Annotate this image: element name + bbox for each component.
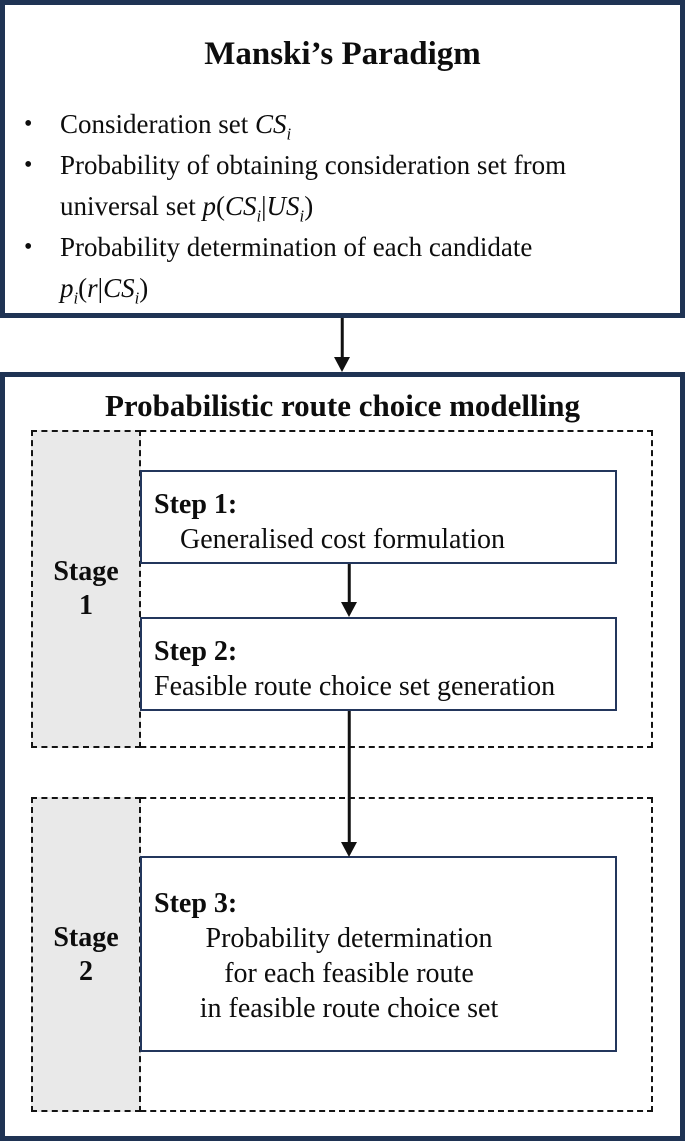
stage1-label: Stage <box>53 556 119 587</box>
bullet-dot-icon: • <box>24 152 33 178</box>
step1-heading: Step 1: <box>154 489 238 520</box>
bullet-probability-determination: • Probability determination of each cand… <box>22 227 622 309</box>
stage2-label: Stage <box>53 921 119 953</box>
step3-box: Step 3: Probability determination for ea… <box>140 856 617 1052</box>
stage1-number: 1 <box>79 590 93 621</box>
bullet-dot-icon: • <box>24 111 33 137</box>
stage1-label-cell: Stage 1 <box>31 430 141 748</box>
stage2-number: 2 <box>79 955 93 987</box>
step2-box: Step 2: Feasible route choice set genera… <box>140 617 617 711</box>
arrow-stem <box>340 318 344 359</box>
arrow-down-icon <box>334 318 350 372</box>
manski-paradigm-box: Manski’s Paradigm <box>0 0 685 318</box>
stage2-label-cell: Stage 2 <box>31 797 141 1112</box>
arrow-stem <box>347 564 351 604</box>
arrow-stem <box>347 711 351 844</box>
arrow-down-icon <box>341 711 357 857</box>
arrow-down-icon <box>341 564 357 617</box>
step3-line-3: in feasible route choice set <box>199 993 499 1024</box>
bullet-consideration-set: • Consideration set CSi <box>22 104 622 145</box>
step1-line: Generalised cost formulation <box>180 524 506 555</box>
bullet-consideration-set-text: Consideration set CSi <box>60 109 292 144</box>
arrow-head <box>334 357 350 372</box>
step2-line: Feasible route choice set generation <box>154 671 556 702</box>
step3-heading: Step 3: <box>154 888 238 919</box>
step2-heading: Step 2: <box>154 636 238 667</box>
bullet-probability-determination-text: Probability determination of each candid… <box>60 232 533 308</box>
manski-bullet-list: • Consideration set CSi • Probability of… <box>22 104 622 309</box>
probabilistic-modelling-title: Probabilistic route choice modelling <box>104 388 581 423</box>
bullet-probability-obtaining: • Probability of obtaining consideration… <box>22 145 622 227</box>
bullet-probability-obtaining-text: Probability of obtaining consideration s… <box>60 150 567 226</box>
step1-box: Step 1: Generalised cost formulation <box>140 470 617 564</box>
step3-lines: Probability determination for each feasi… <box>142 921 615 1026</box>
arrow-head <box>341 842 357 857</box>
bullet-dot-icon: • <box>24 234 33 260</box>
step3-line-1: Probability determination <box>205 923 493 954</box>
arrow-head <box>341 602 357 617</box>
manski-paradigm-title: Manski’s Paradigm <box>204 36 481 72</box>
step3-line-2: for each feasible route <box>224 958 474 989</box>
